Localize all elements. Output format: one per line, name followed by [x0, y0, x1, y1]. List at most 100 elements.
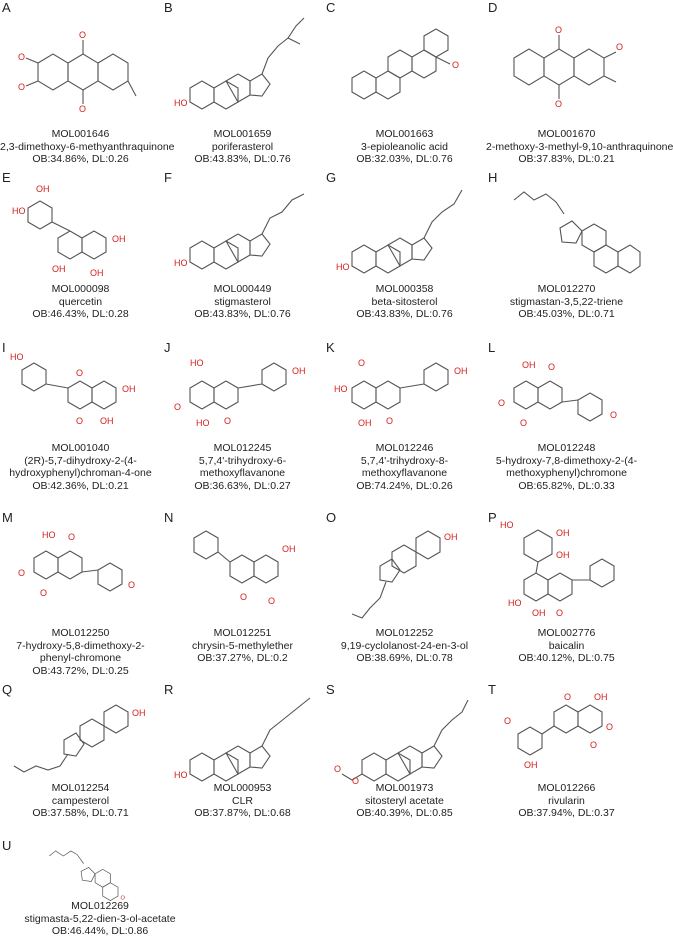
svg-text:O: O — [352, 776, 359, 786]
svg-text:O: O — [40, 588, 47, 598]
svg-text:HO: HO — [500, 520, 514, 530]
svg-text:O: O — [18, 82, 25, 92]
svg-text:O: O — [240, 592, 247, 602]
panel-letter: B — [164, 0, 173, 15]
molecule-stats: OB:43.72%, DL:0.25 — [32, 664, 129, 677]
molecule-name: baicalin — [548, 639, 585, 652]
panel-letter: E — [2, 170, 11, 185]
svg-text:HO: HO — [42, 530, 56, 540]
svg-text:OH: OH — [122, 384, 136, 394]
panel-letter: G — [326, 170, 337, 185]
panel-letter: D — [488, 0, 498, 15]
svg-text:O: O — [174, 402, 181, 412]
molecule-stats: OB:34.86%, DL:0.26 — [32, 153, 129, 165]
structure-drawing-steroid: HO — [174, 193, 305, 270]
panel-letter: N — [164, 510, 174, 525]
molecule-id: MOL012269 — [71, 900, 129, 912]
svg-text:HO: HO — [174, 98, 188, 108]
svg-text:O: O — [79, 30, 86, 40]
svg-text:OH: OH — [454, 366, 468, 376]
svg-text:O: O — [334, 764, 341, 774]
svg-text:O: O — [121, 895, 126, 901]
panel-letter: F — [164, 170, 172, 185]
molecule-stats: OB:37.27%, DL:0.2 — [197, 652, 288, 664]
svg-text:O: O — [68, 532, 75, 542]
structure-drawing-steroid: HO — [174, 17, 305, 110]
molecule-name: 2,3-dimethoxy-6-methyanthraquinone — [0, 140, 175, 153]
molecule-stats: OB:40.12%, DL:0.75 — [518, 652, 615, 664]
molecule-id: MOL001670 — [537, 128, 596, 140]
svg-text:O: O — [268, 596, 275, 606]
svg-text:OH: OH — [132, 708, 146, 718]
panel-letter: J — [164, 340, 171, 355]
molecule-stats: OB:37.58%, DL:0.71 — [32, 807, 129, 819]
svg-text:HO: HO — [196, 418, 210, 428]
panel-r: R HO MOL000953 CLR OB:37.87%, DL:0.68 — [162, 682, 323, 832]
structure-drawing-steroid: HO — [174, 697, 311, 782]
structure-drawing-anthraquinone: O O O O — [18, 30, 137, 114]
panel-letter: C — [326, 0, 336, 15]
svg-text:O: O — [555, 25, 562, 35]
svg-text:O: O — [606, 722, 613, 732]
molecule-stats: OB:38.69%, DL:0.78 — [356, 652, 453, 664]
panel-f: F HO MOL000449 stigmasterol OB:43.83%, D… — [162, 170, 323, 320]
molecule-name: stigmastan-3,5,22-triene — [509, 295, 624, 308]
molecule-name: chrysin-5-methylether — [192, 639, 293, 652]
panel-letter: A — [2, 0, 11, 15]
molecule-stats: OB:37.87%, DL:0.68 — [194, 807, 291, 819]
panel-h: H MOL012270 stigmastan-3,5,22-triene OB:… — [486, 170, 647, 320]
molecule-stats: OB:74.24%, DL:0.26 — [356, 479, 453, 492]
svg-text:OH: OH — [524, 760, 538, 770]
molecule-name: 5,7,4'-trihydroxy-8-methoxyflavanone — [360, 454, 449, 480]
molecule-stats: OB:45.03%, DL:0.71 — [518, 308, 615, 320]
svg-text:O: O — [128, 580, 135, 590]
molecule-name: 9,19-cyclolanost-24-en-3-ol — [340, 639, 469, 652]
molecule-name: rivularin — [548, 794, 585, 807]
structure-drawing-triterpene: O — [351, 28, 459, 100]
molecule-id: MOL000449 — [213, 283, 272, 295]
molecule-id: MOL012252 — [375, 627, 434, 639]
molecule-id: MOL001646 — [51, 128, 110, 140]
svg-text:OH: OH — [112, 234, 126, 244]
molecule-stats: OB:65.82%, DL:0.33 — [518, 479, 615, 492]
molecule-stats: OB:32.03%, DL:0.76 — [356, 153, 453, 165]
molecule-stats: OB:43.83%, DL:0.76 — [194, 308, 291, 320]
svg-text:OH: OH — [292, 366, 306, 376]
panel-letter: M — [2, 510, 13, 525]
molecule-id: MOL001659 — [213, 128, 272, 140]
svg-text:OH: OH — [594, 692, 608, 702]
molecule-id: MOL012254 — [51, 782, 110, 794]
panel-c: C O MOL001663 3-epioleanolic acid OB:32.… — [324, 0, 485, 165]
structure-drawing-cyclolanostane: OH — [351, 530, 458, 619]
molecule-id: MOL001973 — [375, 782, 434, 794]
molecule-name: 3-epioleanolic acid — [361, 140, 448, 153]
molecule-name: stigmasta-5,22-dien-3-ol-acetate — [24, 912, 176, 925]
molecule-id: MOL012251 — [213, 627, 272, 639]
molecule-id: MOL000358 — [375, 283, 434, 295]
structure-drawing-anthraquinone: O O O — [513, 25, 623, 109]
molecule-name: poriferasterol — [211, 140, 274, 153]
molecule-stats: OB:40.39%, DL:0.85 — [356, 807, 453, 819]
svg-text:HO: HO — [336, 262, 350, 272]
svg-text:O: O — [76, 416, 83, 426]
panel-letter: T — [488, 682, 496, 697]
panel-d: D O O O MOL001670 2-methoxy-3-methyl-9,1… — [486, 0, 673, 165]
structure-drawing-steroid: HO — [336, 189, 463, 274]
molecule-name: quercetin — [58, 295, 103, 308]
svg-text:O: O — [18, 568, 25, 578]
svg-text:HO: HO — [334, 384, 348, 394]
panel-o: O OH MOL012252 9,19-cyclolanost-24-en-3-… — [324, 510, 485, 675]
svg-text:O: O — [386, 416, 393, 426]
panel-q: Q OH MOL012254 campesterol OB:37.58%, DL… — [0, 682, 161, 832]
molecule-id: MOL012248 — [537, 442, 596, 454]
